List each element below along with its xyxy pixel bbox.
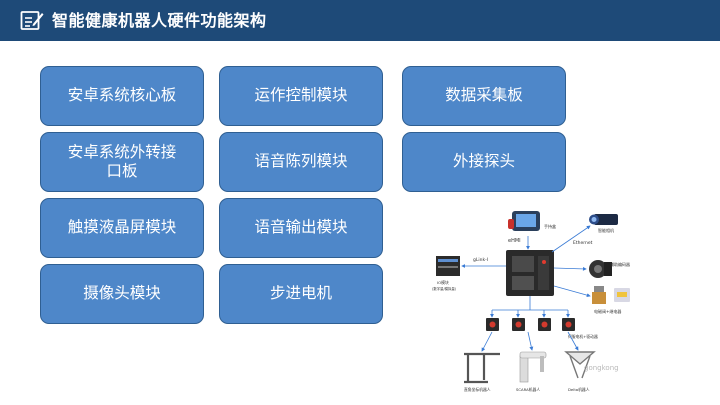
watermark: gongkong [584, 364, 619, 372]
module-touch-lcd[interactable]: 触摸液晶屏模块 [40, 198, 204, 258]
module-label: 安卓系统核心板 [67, 86, 177, 105]
title-bar: 智能健康机器人硬件功能架构 [0, 0, 720, 41]
module-voice-output[interactable]: 语音输出模块 [219, 198, 383, 258]
module-label: 语音陈列模块 [254, 152, 348, 171]
glink-label: gLink-I [473, 257, 488, 263]
module-voice-array[interactable]: 语音陈列模块 [219, 132, 383, 192]
delta-label: Delta机器人 [568, 387, 590, 392]
io-module-sub-label: (数字量/模拟量) [432, 286, 457, 291]
module-label: 外接探头 [452, 152, 515, 171]
camera-icon [589, 214, 618, 225]
module-label: 数据采集板 [445, 86, 523, 105]
ethernet-label: Ethernet [573, 240, 593, 246]
servo-label: 伺服电机+驱动器 [568, 334, 598, 339]
valve-relay-label: 电磁阀+继电器 [594, 308, 621, 314]
module-label: 口板 [106, 162, 138, 180]
edit-document-icon [20, 11, 44, 30]
module-data-acquisition[interactable]: 数据采集板 [402, 66, 566, 126]
module-label: 步进电机 [269, 284, 332, 303]
valve-relay-icon [592, 286, 630, 304]
module-external-probe[interactable]: 外接探头 [402, 132, 566, 192]
module-camera[interactable]: 摄像头模块 [40, 264, 204, 324]
controller-icon [506, 250, 554, 296]
module-label: 触摸液晶屏模块 [67, 218, 177, 237]
gantry-robot-icon [464, 352, 500, 384]
io-module-icon [436, 256, 460, 276]
module-android-adapter[interactable]: 安卓系统外转接 口板 [40, 132, 204, 192]
module-label: 安卓系统外转接 [67, 142, 177, 161]
io-module-label: IO模块 [437, 280, 449, 285]
scara-robot-icon [519, 351, 547, 383]
handheld-label: 手持盒 [544, 223, 556, 229]
module-label: 运作控制模块 [254, 86, 348, 105]
scara-label: SCARA机器人 [516, 387, 540, 392]
delta-robot-icon [564, 351, 596, 379]
ehmi-label: eHMI [508, 238, 521, 244]
encoder-label: 辅助编码器 [610, 261, 630, 267]
module-motion-control[interactable]: 运作控制模块 [219, 66, 383, 126]
servo-motor-icons [486, 318, 575, 331]
page-title: 智能健康机器人硬件功能架构 [52, 11, 267, 30]
handheld-icon [508, 211, 540, 231]
connection-arrows [461, 225, 591, 352]
encoder-icon [589, 260, 612, 278]
module-stepper-motor[interactable]: 步进电机 [219, 264, 383, 324]
gantry-label: 直角坐标机器人 [464, 387, 491, 392]
hardware-topology-diagram: 手持盒 eHMI 智能相机 Ethernet IO模块 (数字量/模拟量) gL… [432, 211, 630, 392]
module-label: 摄像头模块 [83, 284, 161, 303]
module-label: 语音输出模块 [254, 218, 348, 237]
module-android-core[interactable]: 安卓系统核心板 [40, 66, 204, 126]
camera-label: 智能相机 [598, 227, 614, 233]
